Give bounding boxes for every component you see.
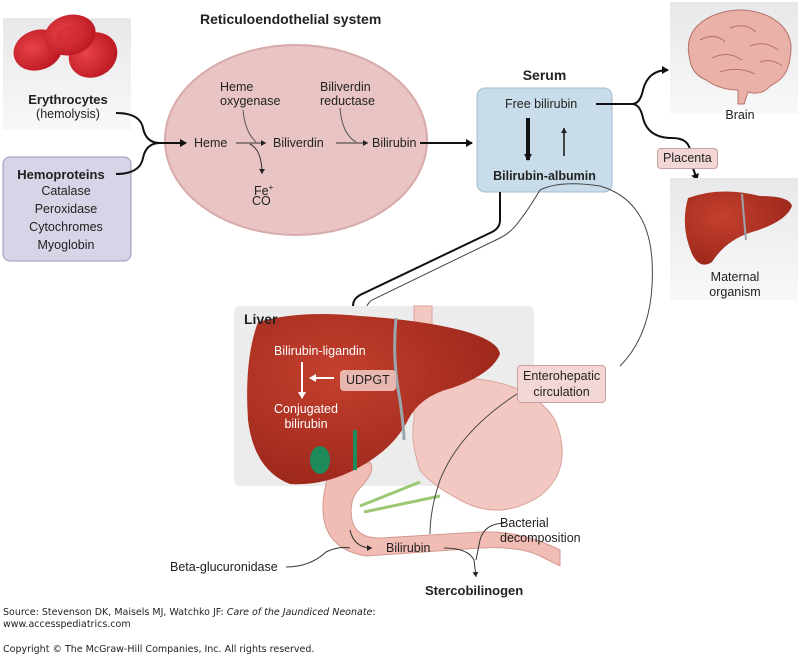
hemoproteins-title: Hemoproteins: [17, 167, 105, 182]
bilirubin-ligandin-label: Bilirubin-ligandin: [274, 344, 366, 358]
carbon-monoxide-label: CO: [252, 194, 271, 208]
bacterial-decomposition-label-2: decomposition: [500, 531, 581, 545]
maternal-label: Maternal: [710, 270, 760, 284]
erythrocytes-subtitle: (hemolysis): [36, 107, 100, 121]
free-bilirubin-label: Free bilirubin: [505, 97, 578, 111]
erythrocytes-title: Erythrocytes: [28, 92, 108, 107]
hemoprotein-item: Peroxidase: [34, 202, 98, 216]
erythrocytes-panel: [3, 14, 131, 130]
conjugated-bilirubin-label: Conjugated: [274, 402, 338, 416]
biliverdin-label: Biliverdin: [273, 136, 324, 150]
hemoproteins-box: [2, 156, 132, 262]
stercobilinogen-label: Stercobilinogen: [425, 583, 524, 598]
hemoprotein-item: Cytochromes: [29, 220, 103, 234]
biliverdin-reductase-label-2: reductase: [320, 94, 375, 108]
brain-icon: [687, 9, 792, 105]
udpgt-tag: UDPGT: [340, 370, 396, 391]
intestine-icon: [322, 461, 561, 567]
copyright-notice: Copyright © The McGraw-Hill Companies, I…: [3, 644, 315, 655]
serum-box: [476, 87, 613, 193]
bacterial-decomposition-label: Bacterial: [500, 516, 549, 530]
biliverdin-reductase-label: Biliverdin: [320, 80, 371, 94]
conjugated-bilirubin-label-2: bilirubin: [284, 417, 328, 431]
heme-oxygenase-label: Heme: [220, 80, 254, 94]
heme-label: Heme: [194, 136, 228, 150]
gallbladder-icon: [310, 446, 330, 474]
hemoprotein-item: Catalase: [41, 184, 91, 198]
bilirubin-label: Bilirubin: [372, 136, 417, 150]
maternal-liver-icon: [684, 191, 792, 265]
placenta-tag: Placenta: [657, 148, 718, 169]
beta-glucuronidase-label: Beta-glucuronidase: [170, 560, 278, 574]
brain-label: Brain: [725, 108, 755, 122]
heme-oxygenase-label-2: oxygenase: [220, 94, 281, 108]
bilirubin-albumin-label: Bilirubin-albumin: [493, 169, 596, 183]
iron-label: Fe+: [254, 183, 274, 199]
liver-icon: [247, 314, 500, 485]
gut-bilirubin-label: Bilirubin: [386, 541, 431, 555]
res-title: Reticuloendothelial system: [200, 11, 382, 27]
hemoprotein-item: Myoglobin: [37, 238, 95, 252]
reticuloendothelial-ellipse: [164, 44, 428, 236]
source-url[interactable]: www.accesspediatrics.com: [3, 619, 131, 630]
source-citation: Source: Stevenson DK, Maisels MJ, Watchk…: [3, 607, 376, 618]
serum-title: Serum: [522, 67, 567, 83]
liver-title: Liver: [244, 311, 278, 327]
maternal-label-2: organism: [709, 285, 761, 299]
